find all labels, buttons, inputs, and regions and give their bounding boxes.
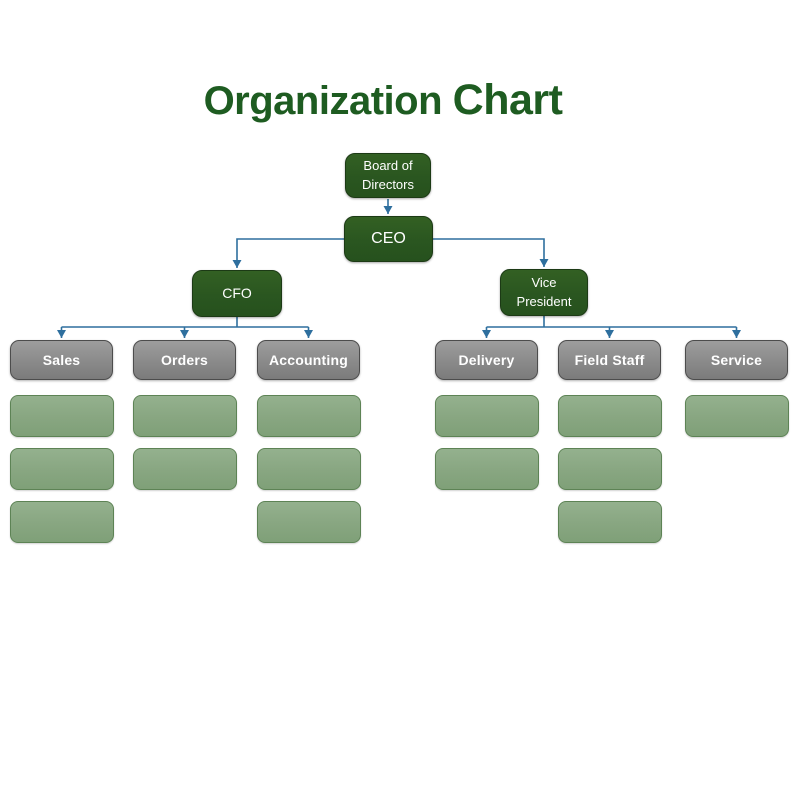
leaf-box xyxy=(435,448,539,490)
title-word-chart: Chart xyxy=(452,76,563,124)
node-accounting: Accounting xyxy=(257,340,360,380)
connector-cfo-rail xyxy=(61,317,309,328)
leaf-box xyxy=(133,395,237,437)
leaf-box xyxy=(435,395,539,437)
connector-ceo-to-vp xyxy=(432,238,549,267)
title-word-organization: Organization xyxy=(203,79,443,123)
leaf-box xyxy=(133,448,237,490)
leaf-box xyxy=(10,448,114,490)
node-board-of-directors: Board of Directors xyxy=(345,153,431,198)
node-sales: Sales xyxy=(10,340,113,380)
connector-ceo-to-cfo xyxy=(232,238,345,268)
leaf-box xyxy=(558,448,662,490)
leaf-box xyxy=(558,501,662,543)
leaf-box xyxy=(558,395,662,437)
leaf-box xyxy=(257,448,361,490)
leaf-box xyxy=(257,395,361,437)
leaf-box xyxy=(257,501,361,543)
node-vice-president: Vice President xyxy=(500,269,588,316)
connector-vp-rail xyxy=(486,316,737,328)
leaf-box xyxy=(10,501,114,543)
leaf-box xyxy=(10,395,114,437)
node-orders: Orders xyxy=(133,340,236,380)
node-field-staff: Field Staff xyxy=(558,340,661,380)
page-title: Organization Chart xyxy=(204,76,563,125)
node-cfo: CFO xyxy=(192,270,282,317)
node-service: Service xyxy=(685,340,788,380)
node-delivery: Delivery xyxy=(435,340,538,380)
leaf-box xyxy=(685,395,789,437)
node-ceo: CEO xyxy=(344,216,433,262)
